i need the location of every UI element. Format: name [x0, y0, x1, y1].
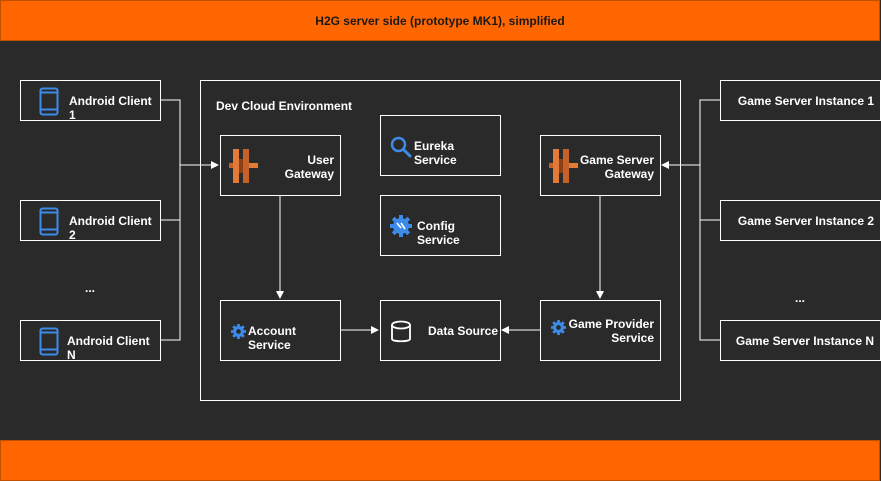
android-client-2: Android Client 2: [20, 200, 161, 242]
mobile-phone-icon: [39, 207, 59, 236]
label-line: Gateway: [604, 167, 654, 181]
label-line: User: [307, 153, 334, 167]
account-service: Account Service: [220, 300, 341, 361]
aws-gateway-icon: [549, 149, 578, 183]
data-source: Data Source: [380, 300, 501, 361]
mobile-phone-icon: [39, 327, 59, 356]
edge-instance2-gateway: [699, 165, 720, 221]
eureka-label: Eureka Service: [414, 139, 457, 167]
game-provider-service: Game Provider Service: [540, 300, 661, 361]
android-client-label: Android Client 1: [69, 94, 152, 122]
container-label: Dev Cloud Environment: [216, 99, 353, 113]
data-source-label: Data Source: [428, 324, 499, 338]
android-client-label: Android Client N: [67, 334, 150, 362]
gear-icon: [551, 320, 566, 335]
game-instance-label: Game Server Instance N: [735, 334, 874, 348]
diagram-title: H2G server side (prototype MK1), simplif…: [315, 13, 565, 28]
database-icon: [391, 320, 411, 343]
android-client-1: Android Client 1: [20, 80, 161, 122]
account-label: Account Service: [248, 324, 296, 352]
clients-ellipsis: ...: [85, 281, 96, 295]
game-instance-label: Game Server Instance 1: [737, 94, 874, 108]
mobile-phone-icon: [39, 87, 59, 116]
edge-clientN-gateway: [160, 165, 181, 341]
search-icon: [390, 136, 412, 158]
user-gateway-label: User Gateway: [285, 153, 334, 181]
game-server-gateway: Game Server Gateway: [540, 135, 661, 196]
game-instance-label: Game Server Instance 2: [737, 214, 874, 228]
android-client-n: Android Client N: [20, 320, 161, 362]
label-line: Gateway: [284, 167, 334, 181]
aws-gateway-icon: [229, 149, 258, 183]
edge-instanceN-gateway: [699, 165, 720, 341]
config-label: Config Service: [417, 219, 460, 247]
config-service: Config Service: [380, 195, 501, 256]
game-server-instance-n: Game Server Instance N: [720, 320, 881, 361]
game-provider-label: Game Provider Service: [569, 317, 654, 345]
edge-client2-gateway: [160, 165, 181, 221]
label-line: Service: [611, 331, 654, 345]
config-gear-icon: [390, 215, 412, 237]
label-line: Game Server: [579, 153, 654, 167]
footer-banner: [0, 440, 880, 481]
label-line: Game Provider: [568, 317, 654, 331]
android-client-label: Android Client 2: [69, 214, 152, 242]
user-gateway: User Gateway: [220, 135, 341, 196]
game-server-instance-2: Game Server Instance 2: [720, 200, 881, 241]
instances-ellipsis: ...: [795, 291, 806, 305]
dev-cloud-environment: Dev Cloud Environment: [200, 80, 681, 401]
game-server-gateway-label: Game Server Gateway: [580, 153, 654, 181]
title-banner: H2G server side (prototype MK1), simplif…: [0, 0, 880, 41]
game-server-instance-1: Game Server Instance 1: [720, 80, 881, 121]
gear-icon: [231, 324, 246, 339]
eureka-service: Eureka Service: [380, 115, 501, 176]
